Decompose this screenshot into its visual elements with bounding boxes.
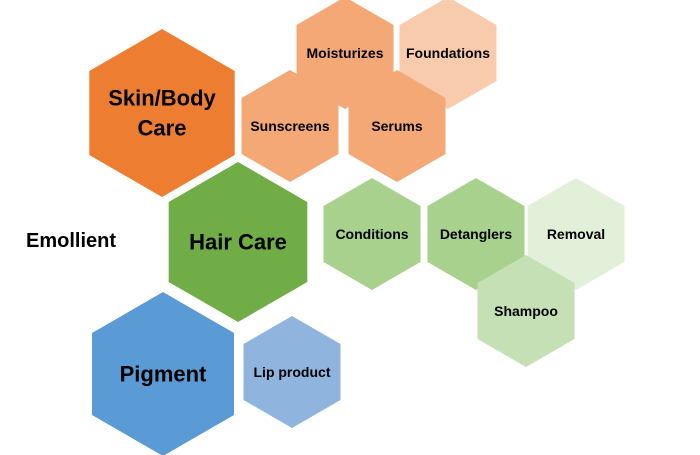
hexagon-label-pigment: Pigment (120, 362, 207, 387)
hexagon-label-lip-product: Lip product (254, 364, 331, 380)
hexagon-label-skin-body-care-line-0: Skin/Body (108, 86, 216, 111)
hexagon-moisturizes: Moisturizes (296, 0, 394, 109)
hexagon-sunscreens: Sunscreens (241, 70, 339, 182)
hexagon-lip-product: Lip product (243, 316, 341, 428)
hexagon-shape-hair-care (168, 162, 308, 322)
hexagon-shape-moisturizes (296, 0, 394, 109)
hexagon-label-skin-body-care-line-1: Care (138, 116, 187, 141)
hexagon-shape-shampoo (477, 255, 575, 367)
hexagon-shape-conditions (323, 178, 421, 290)
hexagon-shape-foundations (399, 0, 497, 109)
hexagon-label-detanglers: Detanglers (440, 226, 513, 242)
hexagon-detanglers: Detanglers (427, 178, 525, 290)
hexagon-shape-sunscreens (241, 70, 339, 182)
hexagon-label-hair-care: Hair Care (189, 230, 287, 255)
hexagon-conditions: Conditions (323, 178, 421, 290)
hexagon-foundations: Foundations (399, 0, 497, 109)
hexagon-shampoo: Shampoo (477, 255, 575, 367)
emollient-label: Emollient (26, 230, 117, 252)
hexagon-label-moisturizes: Moisturizes (306, 45, 383, 61)
hexagon-shape-removal (527, 178, 625, 290)
hexagon-pigment: Pigment (92, 292, 234, 455)
hexagon-label-conditions: Conditions (335, 226, 408, 242)
hexagon-shape-pigment (92, 292, 234, 455)
hexagon-shape-detanglers (427, 178, 525, 290)
hexagon-label-shampoo: Shampoo (494, 303, 558, 319)
hexagon-shape-serums (348, 70, 446, 182)
hexagon-label-foundations: Foundations (406, 45, 490, 61)
hexagon-serums: Serums (348, 70, 446, 182)
hexagon-hair-care: Hair Care (168, 162, 308, 322)
hexagon-shape-skin-body-care (89, 29, 235, 197)
hexagon-removal: Removal (527, 178, 625, 290)
hexagon-label-sunscreens: Sunscreens (250, 118, 330, 134)
hexagon-label-serums: Serums (371, 118, 423, 134)
hexagon-shape-lip-product (243, 316, 341, 428)
hexagon-label-removal: Removal (547, 226, 605, 242)
